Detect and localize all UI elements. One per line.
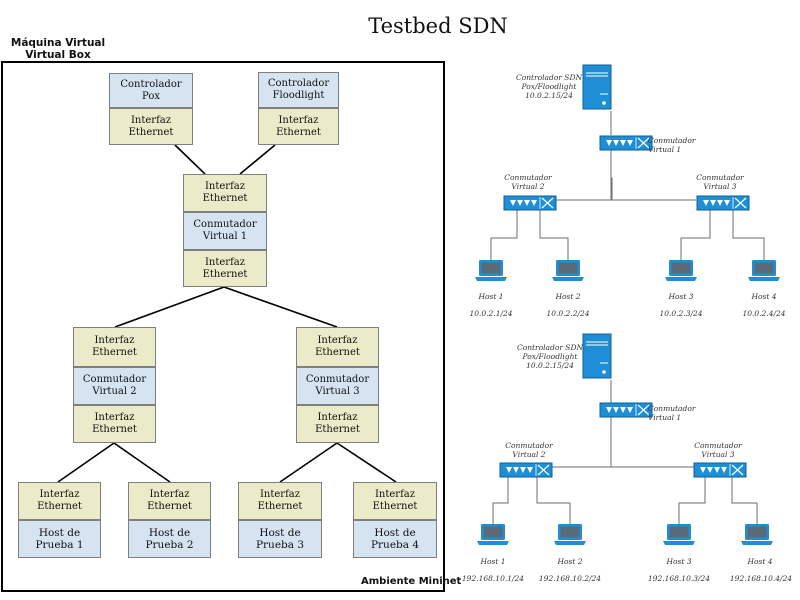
bottom-switch2-label: Conmutador Virtual 2 [505,441,553,459]
top-host4-ip: 10.0.2.4/24 [742,309,786,318]
switch2-box: Conmutador Virtual 2 [73,367,156,405]
top-host2-name: Host 2 [555,292,581,301]
top-switch3-icon [696,195,750,211]
switch1-box: Conmutador Virtual 1 [183,212,267,250]
top-controller-server-icon [582,64,612,110]
switch3-interface-top: Interfaz Ethernet [296,327,379,367]
top-host2-ip: 10.0.2.2/24 [546,309,590,318]
bottom-host2-name: Host 2 [557,557,583,566]
switch2-interface-bottom: Interfaz Ethernet [73,405,156,443]
bottom-host4-ip: 192.168.10.4/24 [729,574,793,583]
top-switch1-icon [599,135,653,151]
top-host1-name: Host 1 [478,292,504,301]
top-host4-name: Host 4 [751,292,777,301]
top-host3-ip: 10.0.2.3/24 [659,309,703,318]
link-switch1-switch2 [114,286,225,328]
link-switch3-host4 [336,442,397,483]
bottom-host3-name: Host 3 [666,557,692,566]
virtual-machine-frame [1,61,445,592]
bottom-switch3-label: Conmutador Virtual 3 [694,441,742,459]
link-switch2-host1 [57,442,115,483]
controller-floodlight-box: Controlador Floodlight [258,72,339,108]
bottom-host4-name: Host 4 [747,557,773,566]
top-switch1-label: Conmutador Virtual 1 [648,136,696,154]
controller-floodlight-interface: Interfaz Ethernet [258,108,339,145]
link-switch3-host3 [279,442,338,483]
link-switch1-switch3 [223,286,338,328]
bottom-host1-name: Host 1 [480,557,506,566]
top-host2-laptop-icon [552,260,584,281]
bottom-host2-laptop-icon [554,524,586,545]
top-host3-name: Host 3 [668,292,694,301]
link-switch2-host2 [113,442,171,483]
top-switch3-label: Conmutador Virtual 3 [696,173,744,191]
bottom-switch1-icon [599,402,653,418]
switch3-interface-bottom: Interfaz Ethernet [296,405,379,443]
link-floodlight-switch1 [239,144,276,175]
top-switch2-label: Conmutador Virtual 2 [504,173,552,191]
host4-interface: Interfaz Ethernet [353,482,437,520]
controller-pox-box: Controlador Pox [109,73,193,108]
bottom-switch2-icon [499,462,553,478]
bottom-host1-laptop-icon [477,524,509,545]
top-host1-ip: 10.0.2.1/24 [469,309,513,318]
host1-interface: Interfaz Ethernet [18,482,101,520]
host1-box: Host de Prueba 1 [18,520,101,558]
switch2-interface-top: Interfaz Ethernet [73,327,156,367]
controller-pox-interface: Interfaz Ethernet [109,108,193,145]
switch1-interface-top: Interfaz Ethernet [183,174,267,212]
switch3-box: Conmutador Virtual 3 [296,367,379,405]
top-controller-label: Controlador SDN Pox/Floodlight 10.0.2.15… [515,73,583,100]
host3-interface: Interfaz Ethernet [238,482,322,520]
top-switch2-icon [503,195,557,211]
mininet-environment-label: Ambiente Mininet [361,576,462,587]
bottom-host4-laptop-icon [741,524,773,545]
bottom-host3-laptop-icon [663,524,695,545]
diagram-title: Testbed SDN [368,14,508,38]
bottom-controller-server-icon [582,333,612,379]
bottom-host2-ip: 192.168.10.2/24 [538,574,602,583]
host4-box: Host de Prueba 4 [353,520,437,558]
top-host3-laptop-icon [665,260,697,281]
switch1-interface-bottom: Interfaz Ethernet [183,250,267,287]
bottom-switch1-label: Conmutador Virtual 1 [648,404,696,422]
top-host4-laptop-icon [748,260,780,281]
top-host1-laptop-icon [475,260,507,281]
host3-box: Host de Prueba 3 [238,520,322,558]
bottom-host3-ip: 192.168.10.3/24 [647,574,711,583]
bottom-switch3-icon [693,462,747,478]
host2-interface: Interfaz Ethernet [128,482,211,520]
bottom-controller-label: Controlador SDN Pox/Floodlight 10.0.2.15… [516,343,584,370]
link-pox-switch1 [174,144,206,175]
bottom-host1-ip: 192.168.10.1/24 [461,574,525,583]
virtual-machine-label: Máquina Virtual Virtual Box [10,37,106,61]
host2-box: Host de Prueba 2 [128,520,211,558]
